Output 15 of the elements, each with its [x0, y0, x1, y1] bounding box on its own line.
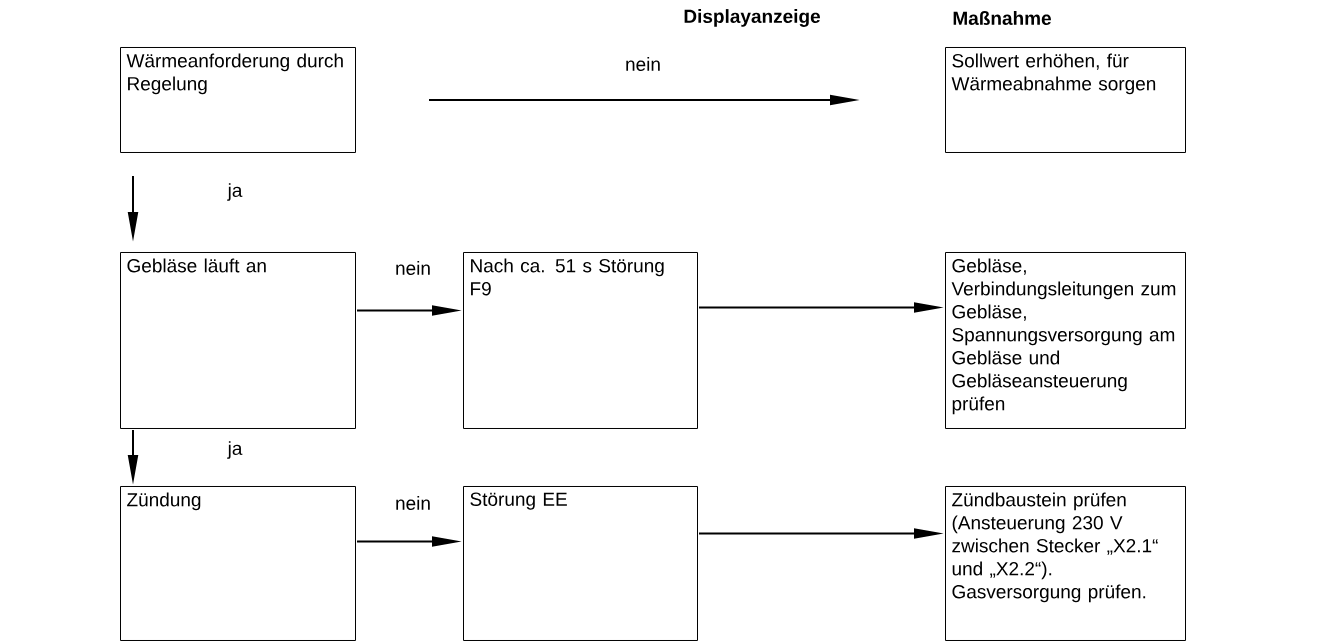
process-box: Sollwert erhöhen, für Wärmeabnahme sorgen	[945, 47, 1186, 153]
process-box: Zündung	[120, 486, 356, 641]
column-heading: Displayanzeige	[684, 9, 820, 27]
edge-label: nein	[394, 495, 432, 511]
edge-label: nein	[624, 56, 662, 72]
edge-label: nein	[394, 260, 432, 276]
process-box: Störung EE	[463, 486, 698, 641]
column-heading: Maßnahme	[953, 11, 1051, 25]
process-box: Wärmeanforderung durch Regelung	[120, 47, 356, 153]
edge-label: ja	[226, 440, 244, 460]
process-box: Gebläse, Verbindungsleitungen zum Gebläse, Spannungsversorgung am Gebläse und Gebläseansteuerung prüfen	[945, 252, 1186, 429]
process-box: Gebläse läuft an	[120, 252, 356, 429]
edge-label: ja	[226, 182, 244, 202]
process-box: Nach ca. 51 s Störung F9	[463, 252, 698, 429]
process-box: Zündbaustein prüfen (Ansteuerung 230 V zwischen Stecker „X2.1“ und „X2.2“). Gasversorgung prüfen.	[945, 486, 1186, 641]
